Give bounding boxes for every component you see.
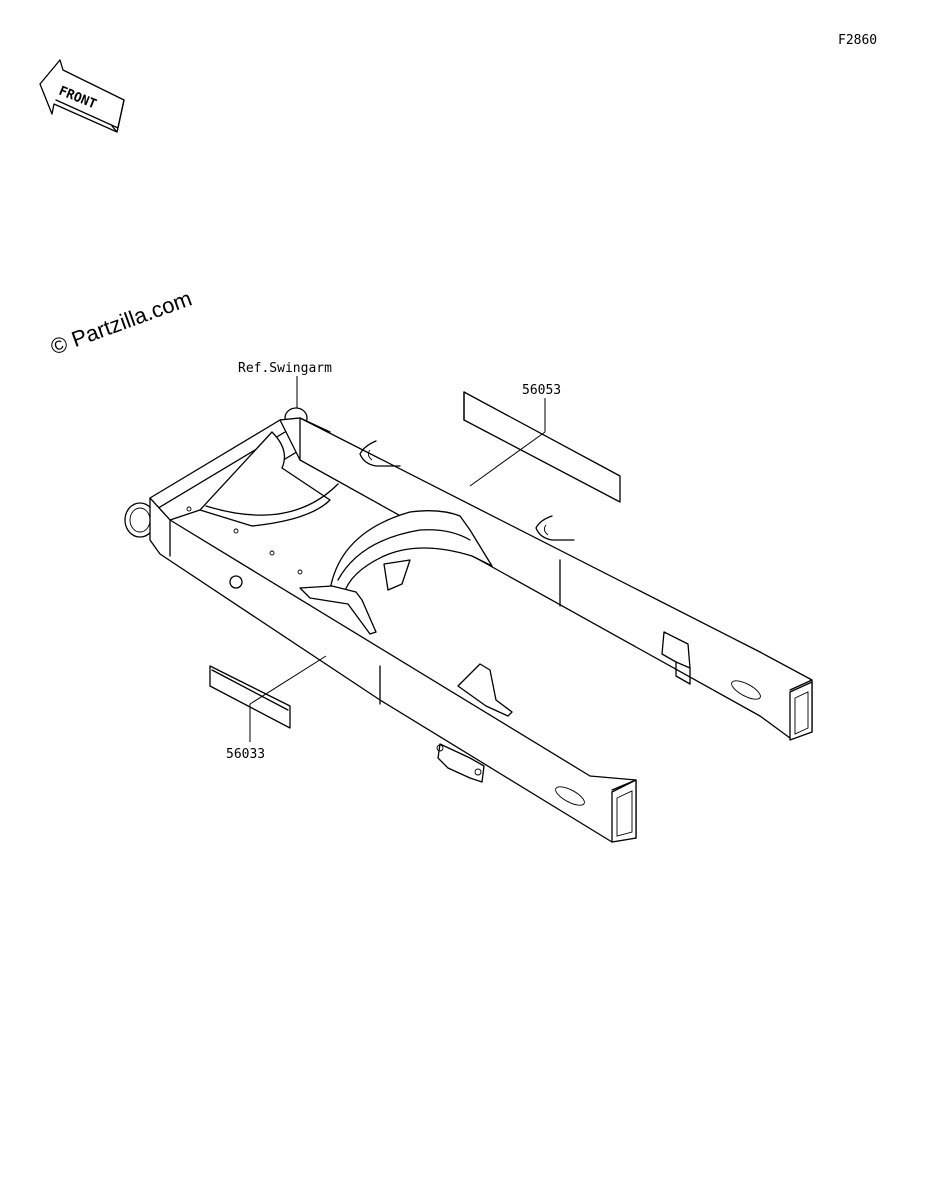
leader-56053-diag bbox=[469, 431, 546, 487]
front-direction-arrow-icon: FRONT bbox=[39, 59, 125, 133]
label-56033-sticker bbox=[209, 665, 291, 729]
callout-part-56053: 56053 bbox=[522, 383, 561, 398]
label-56053-sticker bbox=[463, 391, 621, 503]
watermark: © Partzilla.com bbox=[47, 286, 195, 360]
leader-56033-diag bbox=[249, 655, 327, 705]
figure-code: F2860 bbox=[838, 33, 877, 48]
callout-part-56033: 56033 bbox=[226, 747, 265, 762]
swingarm-drawing bbox=[124, 407, 813, 843]
callout-ref-swingarm: Ref.Swingarm bbox=[238, 361, 332, 376]
